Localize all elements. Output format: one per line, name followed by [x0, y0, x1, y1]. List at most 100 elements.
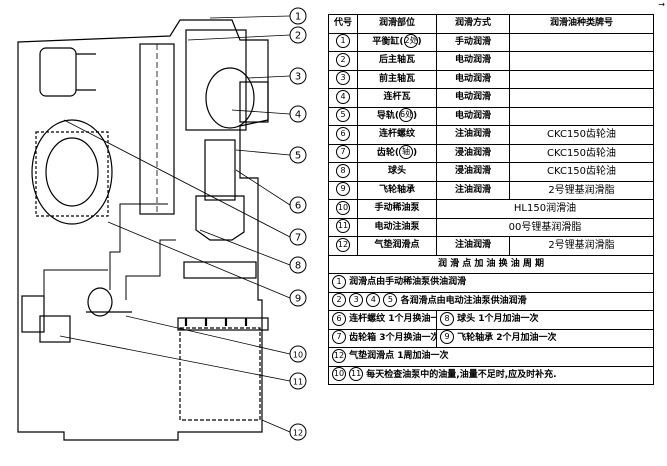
circle-number: 6	[332, 311, 346, 326]
row-part: 连杆瓦	[357, 88, 437, 108]
row-part: 平衡缸(2处)	[357, 32, 437, 52]
row-method: 电动润滑	[436, 88, 510, 108]
circle-number: 1	[332, 274, 346, 289]
callout-12: 12	[289, 423, 307, 441]
callout-5: 5	[289, 146, 307, 164]
row-method: 注油润滑	[436, 180, 510, 200]
row-method: 注油润滑	[436, 125, 510, 145]
circle-number: 12	[332, 348, 346, 363]
row-number-cell: 9	[328, 180, 358, 200]
note-cell: 12 气垫润滑点 1周加油一次	[328, 347, 654, 367]
callout-label: 9	[295, 294, 301, 305]
callout-label: 2	[295, 31, 301, 42]
callout-4: 4	[289, 105, 307, 123]
part-suffix: )	[413, 110, 418, 121]
circle-number: 11	[349, 367, 364, 382]
circle-number: 9	[336, 182, 350, 197]
callout-label: 7	[295, 233, 301, 244]
split-cell-a: 7 齿轮箱 3个月换油一次	[328, 328, 437, 348]
row-oil: CKC150齿轮油	[509, 162, 654, 182]
oil-line	[109, 203, 168, 290]
row-part: 电动注油泵	[357, 217, 437, 237]
part-prefix: 平衡缸(	[372, 36, 404, 47]
circle-number: 2	[332, 293, 346, 308]
callout-1: 1	[289, 7, 307, 25]
header-oil: 润滑油种类牌号	[509, 14, 654, 34]
row-part: 齿轮(轴)	[357, 143, 437, 163]
row-method: 手动润滑	[436, 32, 510, 52]
callout-label: 11	[293, 378, 303, 387]
row-value: 00号锂基润滑脂	[436, 217, 654, 237]
callout-label: 10	[293, 351, 303, 360]
header-part: 润滑部位	[357, 14, 437, 34]
circle-number: 3	[349, 293, 364, 308]
callout-label: 6	[295, 201, 301, 212]
split-cell-b: 8 球头 1个月加油一次	[436, 310, 654, 330]
table-header-row: 代号 润滑部位 润滑方式 润滑油种类牌号	[328, 14, 654, 34]
note-text: 每天检查油泵中的油量,油量不足时,应及时补充.	[366, 369, 557, 380]
note-row: 10 11 每天检查油泵中的油量,油量不足时,应及时补充.	[328, 365, 654, 385]
callout-label: 3	[295, 72, 301, 83]
row-part: 球头	[357, 162, 437, 182]
callout-7: 7	[289, 228, 307, 246]
row-part: 连杆螺纹	[357, 125, 437, 145]
callout-3: 3	[289, 67, 307, 85]
split-text-b: 球头 1个月加油一次	[457, 314, 539, 325]
note-text: 润滑点由手动稀油泵供油润滑	[349, 277, 467, 288]
circle-number: 1	[336, 34, 350, 49]
row-number-cell: 6	[328, 125, 358, 145]
row-part: 手动稀油泵	[357, 199, 437, 219]
row-oil: CKC150齿轮油	[509, 143, 654, 163]
row-part: 气垫润滑点	[357, 236, 437, 256]
connecting-rod	[195, 195, 245, 241]
split-text-b: 飞轮轴承 2个月加油一次	[457, 332, 557, 343]
callout-2: 2	[289, 26, 307, 44]
row-number-cell: 7	[328, 143, 358, 163]
part-count: 2处	[403, 34, 418, 49]
row-number-cell: 10	[328, 199, 358, 219]
crank-housing	[185, 29, 247, 131]
bolster	[183, 261, 257, 279]
callout-8: 8	[289, 256, 307, 274]
circle-number: 8	[440, 311, 454, 326]
row-method: 电动润滑	[436, 51, 510, 71]
row-oil: CKC150齿轮油	[509, 125, 654, 145]
row-part: 前主轴瓦	[357, 69, 437, 89]
row-number-cell: 11	[328, 217, 358, 237]
circle-number: 8	[336, 163, 350, 178]
circle-number: 2	[336, 52, 350, 67]
row-oil	[509, 69, 654, 89]
split-cell-b: 9 飞轮轴承 2个月加油一次	[436, 328, 654, 348]
row-number-cell: 5	[328, 106, 358, 126]
part-suffix: )	[413, 147, 418, 158]
row-oil	[509, 106, 654, 126]
row-part: 后主轴瓦	[357, 51, 437, 71]
circle-number: 4	[366, 293, 381, 308]
circle-number: 5	[336, 108, 350, 123]
split-text-a: 连杆螺纹 1个月换油一次	[349, 314, 435, 325]
motor	[39, 47, 77, 97]
note-text: 气垫润滑点 1周加油一次	[349, 351, 449, 362]
circle-number: 4	[336, 89, 350, 104]
split-row: 6 连杆螺纹 1个月换油一次8 球头 1个月加油一次	[328, 310, 654, 330]
flywheel	[31, 119, 113, 225]
header-method: 润滑方式	[436, 14, 510, 34]
split-text-a: 齿轮箱 3个月换油一次	[349, 332, 437, 343]
slider	[204, 139, 236, 201]
table-row: 1 平衡缸(2处)手动润滑	[328, 32, 654, 52]
row-oil	[509, 32, 654, 52]
split-cell-a: 6 连杆螺纹 1个月换油一次	[328, 310, 437, 330]
row-method: 注油润滑	[436, 236, 510, 256]
row-method: 浸油润滑	[436, 162, 510, 182]
section-title-row: 润 滑 点 加 油 换 油 周 期	[328, 254, 654, 274]
callout-label: 1	[295, 12, 301, 23]
row-number-cell: 8	[328, 162, 358, 182]
circle-number: 10	[332, 367, 346, 382]
